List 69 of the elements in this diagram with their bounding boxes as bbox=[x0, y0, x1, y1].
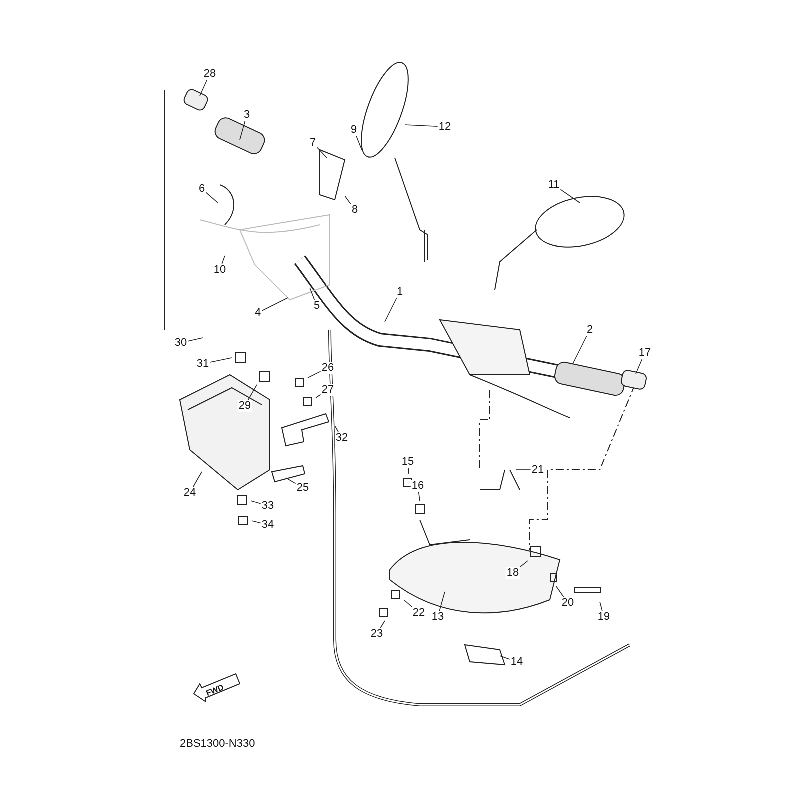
leader-line bbox=[308, 371, 322, 378]
leader-line bbox=[500, 656, 510, 660]
leader-line bbox=[188, 338, 204, 342]
leader-line bbox=[310, 288, 316, 300]
callout-number: 25 bbox=[296, 482, 310, 494]
callout-number: 11 bbox=[547, 179, 561, 191]
callout-number: 9 bbox=[350, 124, 358, 136]
callout-number: 20 bbox=[560, 597, 576, 609]
callout-number: 17 bbox=[638, 347, 652, 359]
leader-line bbox=[636, 358, 643, 374]
callout-number: 28 bbox=[202, 68, 218, 80]
leader-line bbox=[439, 592, 446, 612]
callout-number: 30 bbox=[174, 337, 188, 349]
callout-number: 22 bbox=[412, 607, 426, 619]
leader-line bbox=[572, 336, 588, 364]
leader-line bbox=[240, 120, 246, 140]
leader-line bbox=[408, 468, 410, 474]
callout-number: 6 bbox=[198, 183, 206, 195]
leader-line bbox=[200, 80, 208, 96]
leader-line bbox=[252, 520, 262, 524]
leader-line bbox=[334, 426, 339, 432]
callout-number: 26 bbox=[320, 362, 336, 374]
callout-number: 3 bbox=[242, 109, 252, 121]
callout-number: 13 bbox=[430, 611, 446, 623]
callout-number: 32 bbox=[334, 432, 350, 444]
leader-line bbox=[222, 256, 226, 264]
leader-line bbox=[418, 492, 420, 502]
leader-line bbox=[356, 136, 362, 150]
callout-number: 33 bbox=[260, 500, 276, 512]
callout-number: 1 bbox=[396, 286, 404, 298]
leader-line bbox=[206, 192, 218, 204]
leader-line bbox=[344, 196, 352, 205]
leader-line bbox=[600, 602, 603, 612]
leader-line bbox=[520, 560, 528, 568]
leader-line bbox=[286, 478, 296, 484]
callout-number: 19 bbox=[596, 611, 612, 623]
callout-number: 23 bbox=[370, 628, 384, 640]
leader-line bbox=[404, 124, 438, 128]
callout-number: 27 bbox=[320, 384, 336, 396]
callout-number: 24 bbox=[182, 487, 198, 499]
callout-number: 8 bbox=[350, 204, 360, 216]
leader-line bbox=[316, 394, 322, 398]
callout-number: 5 bbox=[312, 300, 322, 312]
drawing-code: 2BS1300-N330 bbox=[180, 738, 256, 750]
leader-line bbox=[250, 500, 262, 504]
leader-line bbox=[380, 620, 386, 628]
leader-line bbox=[316, 146, 328, 158]
leader-line bbox=[193, 472, 202, 488]
leader-line bbox=[384, 298, 398, 322]
leader-line bbox=[248, 384, 258, 400]
leader-line bbox=[560, 189, 580, 204]
direction-label: FWD bbox=[204, 682, 226, 698]
callout-number: 10 bbox=[212, 264, 228, 276]
leader-line bbox=[556, 586, 564, 598]
callout-number: 21 bbox=[530, 464, 546, 476]
callout-number: 2 bbox=[586, 324, 594, 336]
callout-number: 15 bbox=[400, 456, 416, 468]
leader-line bbox=[404, 600, 412, 608]
callout-number: 14 bbox=[510, 656, 524, 668]
callout-number: 31 bbox=[196, 358, 210, 370]
callout-number: 34 bbox=[260, 519, 276, 531]
callout-number: 12 bbox=[438, 121, 452, 133]
callout-number: 16 bbox=[410, 480, 426, 492]
leader-line bbox=[262, 298, 288, 312]
leader-line bbox=[210, 358, 232, 363]
callout-number: 29 bbox=[238, 400, 252, 412]
callout-number: 18 bbox=[506, 567, 520, 579]
callout-number: 4 bbox=[254, 307, 262, 319]
callout-number: 7 bbox=[308, 137, 318, 149]
